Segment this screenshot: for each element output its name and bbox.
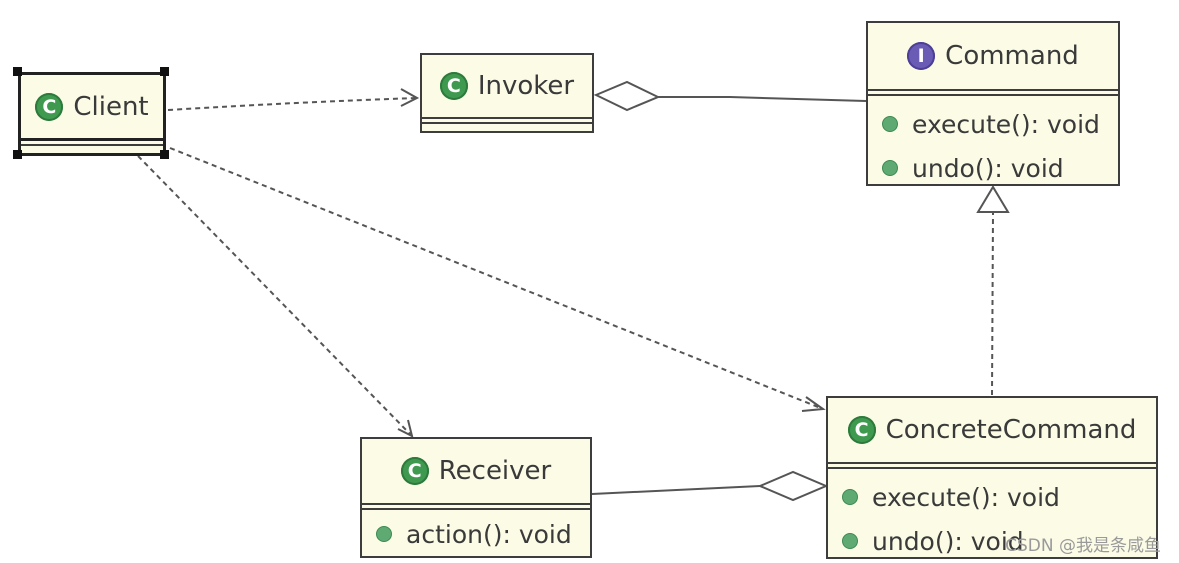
class-invoker[interactable]: C Invoker	[420, 53, 594, 133]
class-header: C Invoker	[422, 55, 592, 119]
class-separator	[362, 503, 590, 510]
selection-handle-top-right[interactable]	[160, 67, 169, 76]
arrowhead-invoker	[400, 88, 420, 107]
method-undo[interactable]: undo(): void	[868, 146, 1118, 190]
method-list: execute(): void undo(): void	[868, 96, 1118, 190]
public-method-icon	[882, 116, 898, 132]
class-client[interactable]: C Client	[18, 72, 166, 156]
aggregation-invoker-command	[658, 96, 867, 102]
dependency-client-invoker	[167, 97, 418, 111]
class-header: C Receiver	[362, 439, 590, 503]
selection-handle-bottom-right[interactable]	[160, 150, 169, 159]
class-name: Command	[945, 41, 1079, 71]
class-concretecommand[interactable]: C ConcreteCommand execute(): void undo()…	[826, 396, 1158, 559]
method-signature: undo(): void	[912, 153, 1064, 183]
class-badge-icon: C	[439, 72, 468, 100]
class-separator	[422, 119, 592, 124]
method-list: execute(): void undo(): void	[828, 469, 1156, 563]
class-header: C ConcreteCommand	[828, 398, 1156, 462]
method-signature: execute(): void	[912, 109, 1100, 139]
method-action[interactable]: action(): void	[362, 512, 590, 556]
interface-badge-icon: I	[907, 42, 936, 70]
aggregation-concretecommand-receiver	[591, 485, 761, 495]
public-method-icon	[882, 160, 898, 176]
class-name: Receiver	[438, 456, 552, 486]
class-badge-icon: C	[400, 457, 429, 485]
method-undo[interactable]: undo(): void	[828, 519, 1156, 563]
aggregation-diamond-concretecommand	[757, 470, 829, 502]
class-badge-icon: C	[847, 416, 876, 444]
class-header: I Command	[868, 23, 1118, 89]
interface-command[interactable]: I Command execute(): void undo(): void	[866, 21, 1120, 186]
class-receiver[interactable]: C Receiver action(): void	[360, 437, 592, 558]
class-badge-icon: C	[35, 92, 64, 121]
class-name: ConcreteCommand	[885, 415, 1137, 445]
arrowhead-concretecommand	[801, 396, 826, 412]
class-separator	[868, 89, 1118, 96]
method-signature: action(): void	[406, 519, 572, 549]
aggregation-diamond-invoker	[593, 80, 661, 112]
class-name: Client	[73, 91, 149, 122]
method-list: action(): void	[362, 510, 590, 556]
dependency-client-receiver	[137, 155, 413, 437]
watermark: CSDN @我是条咸鱼	[1005, 536, 1161, 556]
method-signature: undo(): void	[872, 526, 1024, 556]
class-separator	[828, 462, 1156, 469]
public-method-icon	[376, 526, 392, 542]
realization-triangle	[976, 185, 1010, 213]
dependency-client-concretecommand	[169, 147, 824, 410]
public-method-icon	[842, 533, 858, 549]
method-execute[interactable]: execute(): void	[868, 102, 1118, 146]
method-signature: execute(): void	[872, 482, 1060, 512]
class-separator	[21, 141, 163, 146]
realization-concretecommand-command	[991, 212, 994, 396]
arrowhead-receiver	[397, 419, 414, 438]
public-method-icon	[842, 489, 858, 505]
class-header: C Client	[21, 75, 163, 141]
method-execute[interactable]: execute(): void	[828, 475, 1156, 519]
selection-handle-bottom-left[interactable]	[13, 150, 22, 159]
selection-handle-top-left[interactable]	[13, 67, 22, 76]
class-name: Invoker	[477, 71, 575, 101]
